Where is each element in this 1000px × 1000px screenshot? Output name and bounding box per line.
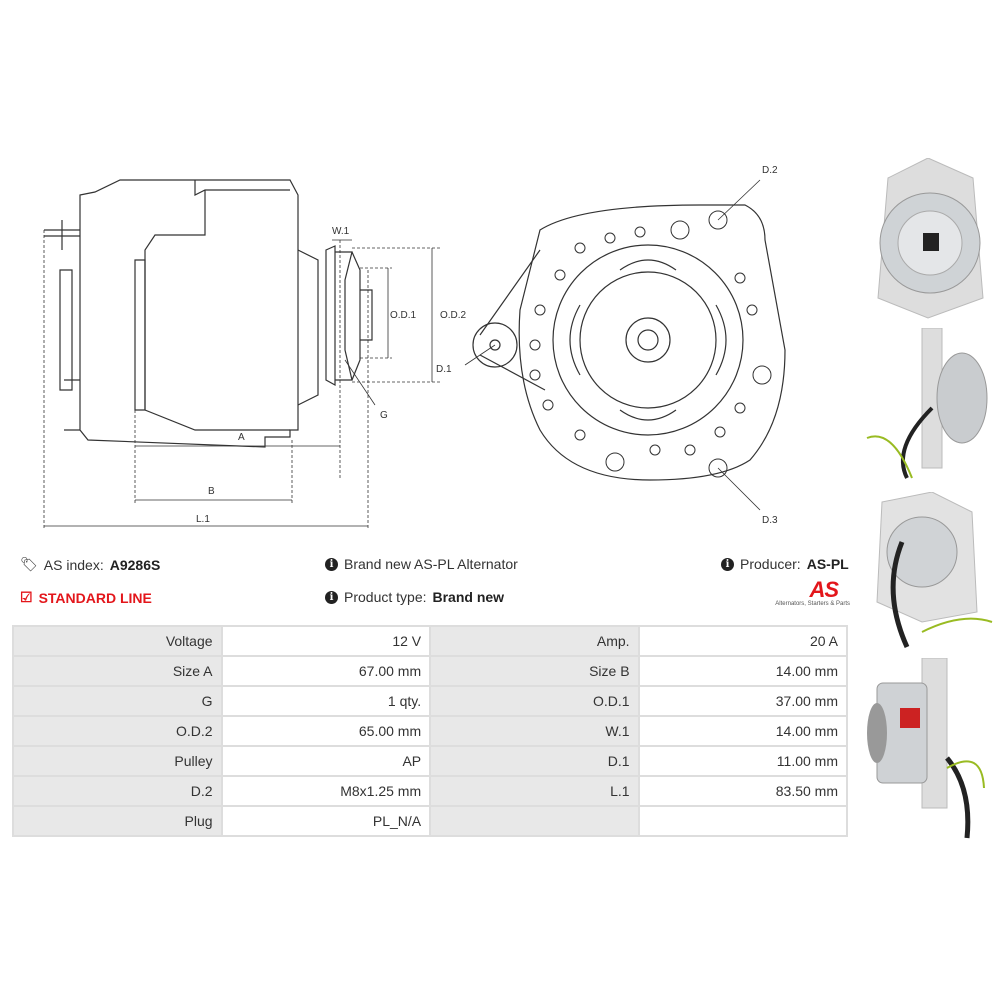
producer: i Producer: AS-PL <box>721 556 849 572</box>
spec-label: O.D.2 <box>14 717 221 745</box>
spec-label: Size B <box>431 657 638 685</box>
spec-value: M8x1.25 mm <box>222 777 430 805</box>
side-view <box>43 179 440 530</box>
spec-value: 20 A <box>639 627 846 655</box>
spec-label: Size A <box>14 657 221 685</box>
spec-value: 67.00 mm <box>222 657 430 685</box>
producer-label: Producer: <box>740 556 801 572</box>
spec-label: L.1 <box>431 777 638 805</box>
as-index-value: A9286S <box>109 556 161 573</box>
technical-drawing: W.1 O.D.1 O.D.2 G A B L.1 D.1 D.2 D.3 <box>43 165 786 530</box>
spec-value: 11.00 mm <box>639 747 846 775</box>
spec-label: Voltage <box>14 627 221 655</box>
description-text: Brand new AS-PL Alternator <box>344 556 518 572</box>
tag-icon: 🏷 <box>20 556 38 572</box>
description: i Brand new AS-PL Alternator <box>325 556 518 572</box>
line-label: STANDARD LINE <box>38 589 152 606</box>
label-a: A <box>238 432 245 443</box>
producer-value: AS-PL <box>806 556 849 572</box>
as-index-label: AS index: <box>43 556 104 573</box>
logo-mark: AS <box>809 577 839 602</box>
info-icon: i <box>325 557 338 571</box>
spec-label: Plug <box>14 807 221 835</box>
logo-tagline: Alternators, Starters & Parts <box>775 601 850 607</box>
spec-label: D.1 <box>431 747 638 775</box>
spec-label: Amp. <box>431 627 638 655</box>
product-photo-side[interactable] <box>862 327 992 488</box>
label-d1: D.1 <box>436 364 452 375</box>
spec-label: O.D.1 <box>431 687 638 715</box>
spec-value <box>639 807 846 835</box>
as-index: 🏷 AS index: A9286S <box>20 556 160 573</box>
label-d3: D.3 <box>762 515 778 526</box>
product-type-label: Product type: <box>344 589 427 605</box>
spec-label: W.1 <box>431 717 638 745</box>
product-photo-front[interactable] <box>868 157 988 323</box>
spec-label: D.2 <box>14 777 221 805</box>
label-od1: O.D.1 <box>390 310 417 321</box>
spec-value: 14.00 mm <box>639 657 846 685</box>
spec-value: 12 V <box>222 627 430 655</box>
spec-label <box>431 807 638 835</box>
label-b: B <box>208 486 215 497</box>
spec-value: PL_N/A <box>222 807 430 835</box>
spec-value: AP <box>222 747 430 775</box>
front-view <box>464 179 786 511</box>
spec-value: 1 qty. <box>222 687 430 715</box>
label-od2: O.D.2 <box>440 310 467 321</box>
standard-line-badge: ☑ STANDARD LINE <box>20 589 152 606</box>
product-type: i Product type: Brand new <box>325 589 504 605</box>
product-photo-back[interactable] <box>862 491 997 652</box>
spec-label: G <box>14 687 221 715</box>
info-icon: i <box>325 590 338 604</box>
spec-value: 65.00 mm <box>222 717 430 745</box>
spec-value: 14.00 mm <box>639 717 846 745</box>
checkbox-icon: ☑ <box>20 589 33 605</box>
spec-value: 83.50 mm <box>639 777 846 805</box>
spec-label: Pulley <box>14 747 221 775</box>
label-d2: D.2 <box>762 165 778 176</box>
label-w1: W.1 <box>332 226 350 237</box>
product-photo-angle[interactable] <box>862 657 992 843</box>
as-pl-logo: AS Alternators, Starters & Parts <box>762 577 850 608</box>
label-l1: L.1 <box>196 514 210 525</box>
spec-value: 37.00 mm <box>639 687 846 715</box>
info-icon: i <box>721 557 734 571</box>
label-g: G <box>380 410 388 421</box>
product-type-value: Brand new <box>432 589 505 605</box>
